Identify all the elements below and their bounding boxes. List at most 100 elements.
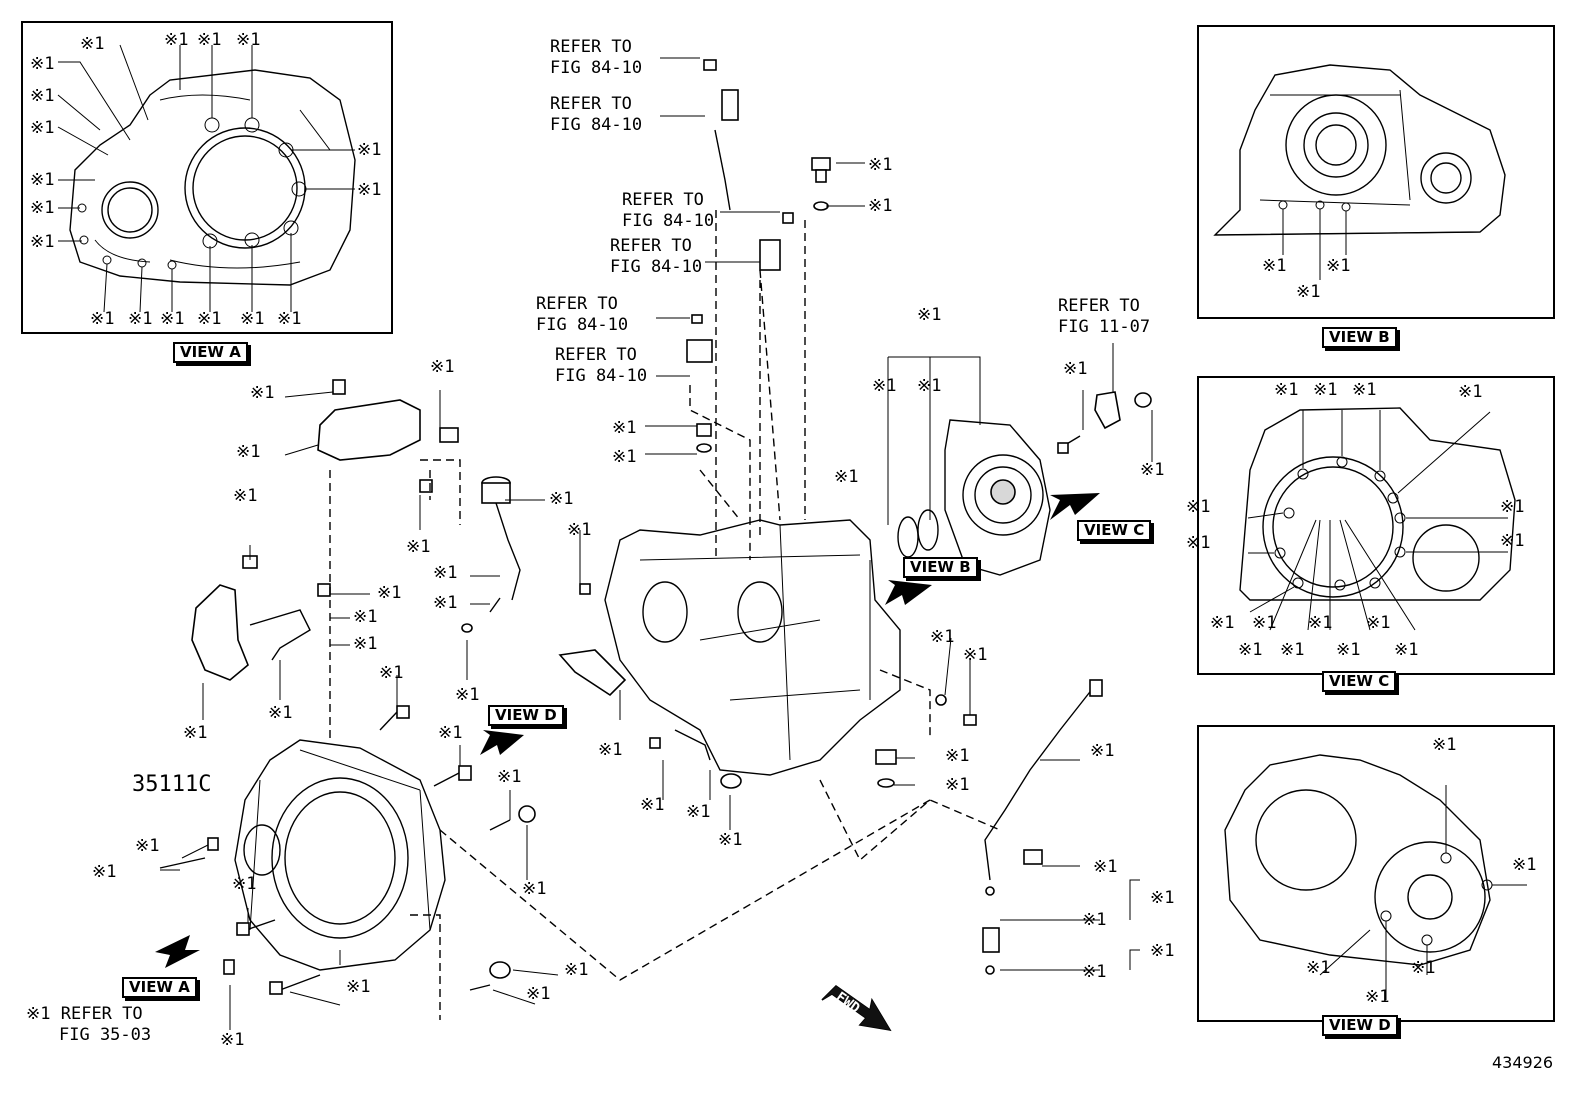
callout-note: ※1: [30, 54, 55, 74]
callout-note: ※1: [236, 442, 261, 462]
callout-note: ※1: [872, 376, 897, 396]
callout-note: ※1: [930, 627, 955, 647]
footnote: ※1 REFER TO FIG 35-03: [26, 1004, 152, 1045]
callout-note: ※1: [1280, 640, 1305, 660]
view-a-label: VIEW A: [173, 342, 248, 363]
callout-note: ※1: [917, 305, 942, 325]
callout-note: ※1: [1336, 640, 1361, 660]
view-d-inset-frame: [1197, 725, 1555, 1022]
view-d-housing-drawing: [1224, 754, 1527, 1000]
callout-note: ※1: [522, 879, 547, 899]
view-b-label: VIEW B: [1322, 327, 1397, 348]
callout-note: ※1: [1296, 282, 1321, 302]
callout-note: ※1: [433, 593, 458, 613]
callout-note: ※1: [30, 232, 55, 252]
callout-note: ※1: [1082, 910, 1107, 930]
callout-note: ※1: [250, 383, 275, 403]
callout-note: ※1: [567, 520, 592, 540]
callout-note: ※1: [1306, 958, 1331, 978]
small-parts: [159, 59, 1152, 995]
callout-note: ※1: [455, 685, 480, 705]
callout-note: ※1: [1365, 987, 1390, 1007]
callout-note: ※1: [564, 960, 589, 980]
callout-note: ※1: [1411, 958, 1436, 978]
callout-note: ※1: [438, 723, 463, 743]
view-b-housing-drawing: [1213, 64, 1506, 280]
callout-note: ※1: [526, 984, 551, 1004]
callout-note: ※1: [1394, 640, 1419, 660]
callout-note: ※1: [1090, 741, 1115, 761]
callout-note: ※1: [232, 874, 257, 894]
callout-note: ※1: [240, 309, 265, 329]
callout-note: ※1: [718, 830, 743, 850]
view-a-arrow-label: VIEW A: [122, 977, 197, 998]
callout-note: ※1: [640, 795, 665, 815]
view-c-label: VIEW C: [1322, 671, 1397, 692]
callout-note: ※1: [612, 447, 637, 467]
callout-note: ※1: [963, 645, 988, 665]
callout-note: ※1: [686, 802, 711, 822]
callout-note: ※1: [1500, 531, 1525, 551]
callout-note: ※1: [128, 309, 153, 329]
view-a-housing-drawing: [57, 44, 356, 313]
callout-note: ※1: [1210, 613, 1235, 633]
callout-note: ※1: [1093, 857, 1118, 877]
leader-lines: [160, 57, 1153, 1030]
view-d-arrow-label: VIEW D: [488, 705, 564, 726]
callout-note: ※1: [868, 196, 893, 216]
illustration-number: 434926: [1492, 1053, 1554, 1072]
callout-note: ※1: [197, 309, 222, 329]
callout-note: ※1: [377, 583, 402, 603]
side-cover-drawing: [897, 419, 1051, 576]
callout-note: ※1: [30, 86, 55, 106]
callout-note: ※1: [945, 775, 970, 795]
callout-note: ※1: [1252, 613, 1277, 633]
view-b-inset-frame: [1197, 25, 1555, 319]
callout-note: ※1: [1432, 735, 1457, 755]
callout-note: ※1: [353, 634, 378, 654]
callout-note: ※1: [1140, 460, 1165, 480]
callout-note: ※1: [92, 862, 117, 882]
callout-note: ※1: [346, 977, 371, 997]
callout-note: ※1: [1186, 497, 1211, 517]
callout-note: ※1: [1150, 888, 1175, 908]
callout-note: ※1: [598, 740, 623, 760]
callout-note: ※1: [549, 489, 574, 509]
transaxle-housing-35111c-drawing: [234, 739, 446, 971]
callout-note: ※1: [379, 663, 404, 683]
callout-note: ※1: [353, 607, 378, 627]
view-c-arrow-label: VIEW C: [1077, 520, 1152, 541]
callout-note: ※1: [164, 30, 189, 50]
callout-note: ※1: [160, 309, 185, 329]
callout-note: ※1: [30, 170, 55, 190]
callout-note: ※1: [357, 140, 382, 160]
callout-note: ※1: [277, 309, 302, 329]
callout-note: ※1: [1063, 359, 1088, 379]
view-arrows: [155, 493, 1100, 968]
callout-note: ※1: [1366, 613, 1391, 633]
callout-note: ※1: [834, 467, 859, 487]
callout-note: ※1: [220, 1030, 245, 1050]
callout-note: ※1: [406, 537, 431, 557]
callout-note: ※1: [197, 30, 222, 50]
callout-note: ※1: [30, 198, 55, 218]
callout-note: ※1: [135, 836, 160, 856]
view-a-inset-frame: [21, 21, 393, 334]
callout-note: ※1: [1326, 256, 1351, 276]
view-d-label: VIEW D: [1322, 1015, 1398, 1036]
callout-note: ※1: [1352, 380, 1377, 400]
part-number-label: 35111C: [132, 772, 212, 797]
callout-note: ※1: [1313, 380, 1338, 400]
callout-note: ※1: [1262, 256, 1287, 276]
callout-note: ※1: [1186, 533, 1211, 553]
view-b-arrow-label: VIEW B: [903, 557, 978, 578]
callout-note: ※1: [183, 723, 208, 743]
callout-note: ※1: [945, 746, 970, 766]
callout-note: ※1: [30, 118, 55, 138]
